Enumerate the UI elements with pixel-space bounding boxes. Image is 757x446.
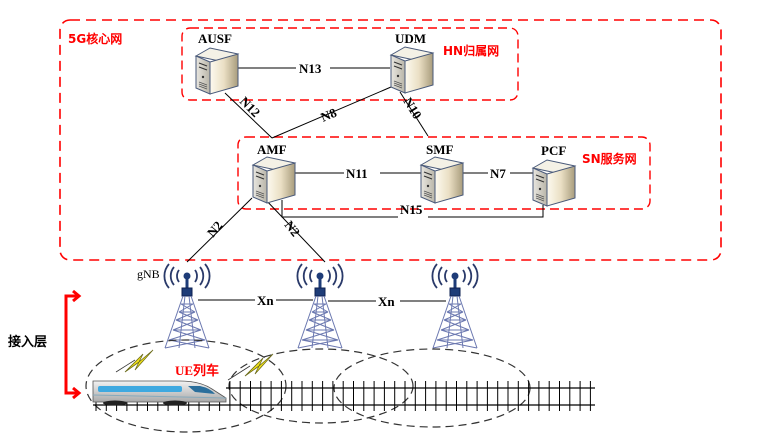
cell-tower-icon[interactable] (296, 263, 344, 349)
interface-label-n15: N15 (400, 202, 423, 217)
serving-network-region (237, 136, 651, 210)
core-network-region (59, 19, 722, 261)
server-icon (420, 156, 464, 204)
interface-label-n8: N8 (318, 105, 339, 125)
node-label-ausf: AUSF (198, 31, 232, 46)
node-label-smf: SMF (426, 142, 454, 157)
signal-line-2 (227, 365, 251, 381)
interface-label-n2-left: N2 (204, 218, 226, 240)
coverage-area-2 (228, 348, 414, 424)
train-label: UE列车 (175, 363, 219, 378)
server-icon (390, 46, 434, 94)
gnb-label: gNB (137, 267, 160, 281)
access-layer-label: 接入层 (8, 334, 47, 350)
cell-tower-icon[interactable] (431, 263, 479, 349)
link-n12 (224, 92, 273, 139)
interface-label-n13: N13 (299, 61, 322, 76)
link-n8 (271, 86, 392, 139)
serving-network-label: SN服务网 (582, 151, 637, 166)
node-label-pcf: PCF (541, 143, 566, 158)
server-icon (532, 159, 576, 207)
interface-label-n7: N7 (490, 166, 506, 181)
home-network-label: HN归属网 (443, 43, 499, 58)
node-amf[interactable]: AMF (252, 142, 296, 204)
link-n2-left (186, 197, 253, 263)
railway-ties (95, 381, 591, 411)
interface-label-n12: N12 (237, 94, 263, 120)
node-label-amf: AMF (257, 142, 287, 157)
signal-line-1 (115, 359, 136, 373)
lightning-signal-icon (124, 349, 154, 373)
node-pcf[interactable]: PCF (532, 143, 576, 207)
node-label-udm: UDM (395, 31, 426, 46)
home-network-region (181, 27, 519, 101)
interface-label-xn-2: Xn (378, 294, 395, 309)
link-n2-right (263, 197, 326, 263)
lightning-signal-icon (244, 353, 274, 377)
interface-label-n11: N11 (346, 166, 368, 181)
coverage-area-1 (85, 339, 287, 433)
link-n10 (399, 91, 429, 137)
server-icon (252, 156, 296, 204)
train-icon[interactable] (92, 380, 227, 406)
node-ausf[interactable]: AUSF (195, 31, 239, 95)
server-icon (195, 47, 239, 95)
node-udm[interactable]: UDM (390, 31, 434, 94)
node-smf[interactable]: SMF (420, 142, 464, 204)
core-network-label: 5G核心网 (68, 31, 122, 46)
interface-label-xn-1: Xn (257, 293, 274, 308)
link-n15-b (428, 205, 544, 218)
access-layer-bracket (64, 289, 82, 400)
cell-tower-icon[interactable] (163, 263, 211, 349)
